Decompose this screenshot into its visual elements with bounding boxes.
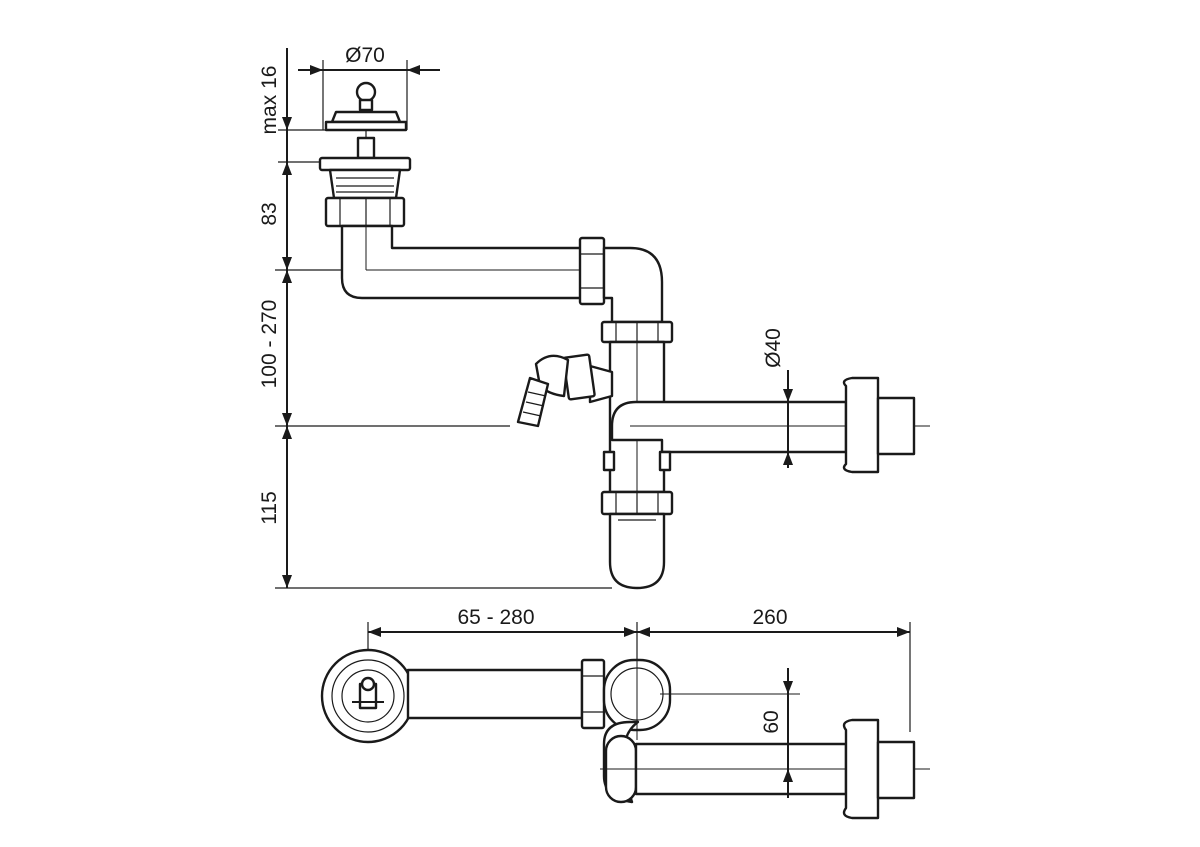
dim-83: 83 <box>258 202 281 225</box>
dim-diameter-40: Ø40 <box>762 328 785 368</box>
inlet-elbow-pipe <box>340 224 584 300</box>
side-elevation-view: Ø70 max 16 83 100 - 270 115 <box>258 44 930 590</box>
plan-horizontal-pipe <box>406 658 606 730</box>
dim-max-16: max 16 <box>258 66 281 135</box>
diameter-70-dimension: Ø70 <box>298 44 440 130</box>
strainer-body <box>318 156 412 228</box>
plan-view: 65 - 280 260 <box>320 606 930 820</box>
horizontal-dimension-chain: 65 - 280 260 <box>367 606 911 732</box>
trap-bowl <box>600 450 674 590</box>
sink-strainer-plug <box>324 81 408 162</box>
hose-connector-branch <box>516 353 614 428</box>
horizontal-joint-nut <box>578 236 606 306</box>
offset-60-dimension: 60 <box>760 668 793 798</box>
left-vertical-dimension-chain <box>275 48 612 589</box>
dim-260: 260 <box>752 606 787 629</box>
plan-outlet-pipe <box>600 718 930 820</box>
upper-bend <box>602 246 664 324</box>
diameter-40-dimension: Ø40 <box>762 328 793 468</box>
vertical-upper-nut <box>600 320 674 344</box>
dim-115: 115 <box>258 491 281 524</box>
dim-65-280: 65 - 280 <box>457 606 534 629</box>
dim-diameter-70: Ø70 <box>345 44 385 67</box>
dim-100-270: 100 - 270 <box>258 300 281 389</box>
plan-bend-circle <box>602 650 800 740</box>
strainer-top-view <box>320 648 416 744</box>
dim-60: 60 <box>760 710 783 733</box>
